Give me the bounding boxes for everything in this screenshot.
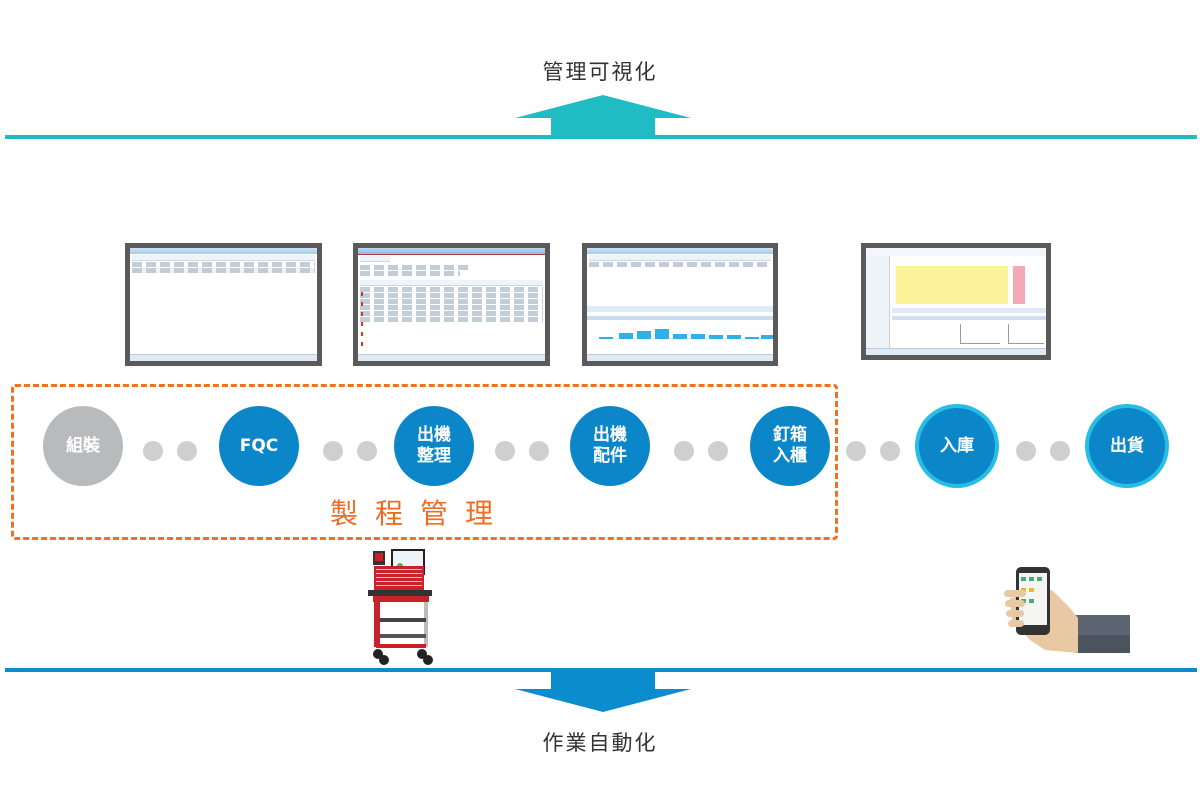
step-machine-prep[interactable]: 出機 整理 xyxy=(394,406,474,486)
order-table-screen xyxy=(353,243,550,366)
step-label: 出貨 xyxy=(1110,435,1144,456)
step-crating-container[interactable]: 釘箱 入櫃 xyxy=(750,406,830,486)
connector-dot xyxy=(495,441,515,461)
process-management-label: 製程管理 xyxy=(330,497,511,530)
connector-dot xyxy=(529,441,549,461)
connector-dot xyxy=(143,441,163,461)
step-fqc[interactable]: FQC xyxy=(219,406,299,486)
step-assembly[interactable]: 組裝 xyxy=(43,406,123,486)
workstation-cart-icon xyxy=(368,549,433,665)
step-label: FQC xyxy=(239,435,279,456)
connector-dot xyxy=(846,441,866,461)
step-warehouse-in[interactable]: 入庫 xyxy=(919,408,995,484)
connector-dot xyxy=(674,441,694,461)
step-label: 入庫 xyxy=(940,435,974,456)
step-machine-accessories[interactable]: 出機 配件 xyxy=(570,406,650,486)
step-label: 釘箱 入櫃 xyxy=(773,425,807,466)
connector-dot xyxy=(1050,441,1070,461)
down-arrow-icon xyxy=(515,670,691,712)
step-label: 組裝 xyxy=(66,435,100,456)
management-visualization-caption: 管理可視化 xyxy=(542,60,658,84)
connector-dot xyxy=(177,441,197,461)
connector-dot xyxy=(880,441,900,461)
report-list-screen xyxy=(125,243,322,366)
connector-dot xyxy=(323,441,343,461)
connector-dot xyxy=(708,441,728,461)
connector-dot xyxy=(357,441,377,461)
connector-dot xyxy=(1016,441,1036,461)
smartphone-hand-icon xyxy=(1004,567,1130,653)
step-shipping[interactable]: 出貨 xyxy=(1089,408,1165,484)
up-arrow-icon xyxy=(515,95,691,137)
step-label: 出機 整理 xyxy=(417,425,451,466)
process-management-box xyxy=(11,384,838,540)
inventory-dashboard-screen xyxy=(861,243,1051,360)
step-label: 出機 配件 xyxy=(593,425,627,466)
operation-automation-caption: 作業自動化 xyxy=(542,731,658,755)
top-divider-line xyxy=(5,135,1197,139)
chart-report-screen xyxy=(582,243,778,366)
